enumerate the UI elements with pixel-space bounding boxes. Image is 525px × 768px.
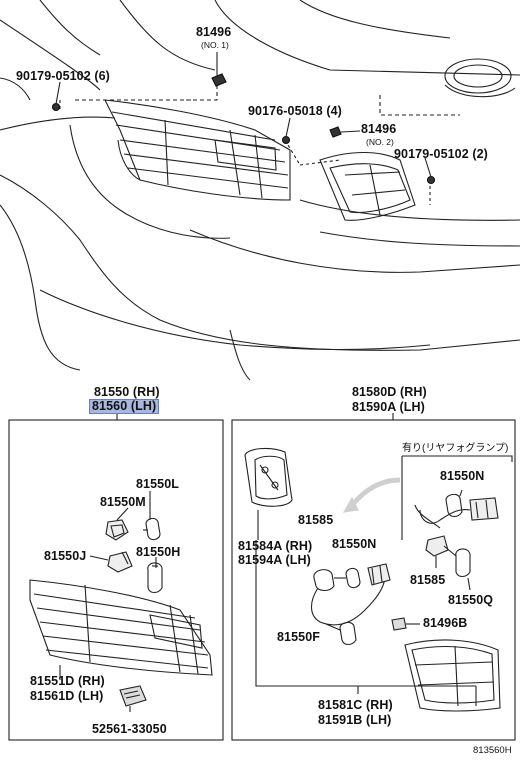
label-81585-top: 81585 xyxy=(298,513,334,527)
label-81585-right: 81585 xyxy=(410,573,446,587)
left-box-parts xyxy=(29,491,213,712)
label-52561-33050: 52561-33050 xyxy=(92,722,167,736)
label-81550h: 81550H xyxy=(136,545,181,559)
right-assembly-box xyxy=(231,413,516,741)
label-81594a-lh: 81594A (LH) xyxy=(238,553,311,567)
back-up-lamp-upper-illustration xyxy=(319,151,416,221)
label-81551d-rh: 81551D (RH) xyxy=(30,674,105,688)
label-90179-05102-right: 90179-05102 (2) xyxy=(394,147,488,161)
label-81591b-lh: 81591B (LH) xyxy=(318,713,392,727)
label-81584a-rh: 81584A (RH) xyxy=(238,539,313,553)
label-81580d-rh: 81580D (RH) xyxy=(352,385,427,399)
label-90179-05102-left: 90179-05102 (6) xyxy=(16,69,110,83)
label-81550f: 81550F xyxy=(277,630,320,644)
label-81550l: 81550L xyxy=(136,477,179,491)
label-81550m: 81550M xyxy=(100,495,146,509)
label-no1-note: (NO. 1) xyxy=(201,40,229,50)
diagram-reference-code: 813560H xyxy=(473,745,512,756)
label-81550n-top: 81550N xyxy=(440,469,485,483)
label-rear-fog-note: 有り(リヤフォグランプ) xyxy=(402,443,509,454)
left-assembly-box xyxy=(8,413,224,741)
label-81550n-mid: 81550N xyxy=(332,537,377,551)
label-81581c-rh: 81581C (RH) xyxy=(318,698,393,712)
label-81560-lh-highlighted[interactable]: 81560 (LH) xyxy=(88,399,160,414)
vehicle-body-outline xyxy=(0,0,521,381)
label-81496-no1: 81496 xyxy=(196,25,232,39)
label-81550-rh: 81550 (RH) xyxy=(94,385,160,399)
label-no2-note: (NO. 2) xyxy=(366,137,394,147)
leader-lines-top xyxy=(55,52,432,178)
label-81590a-lh: 81590A (LH) xyxy=(352,400,425,414)
label-90176-05018: 90176-05018 (4) xyxy=(248,104,342,118)
label-81496-no2: 81496 xyxy=(361,122,397,136)
right-box-parts xyxy=(244,447,513,712)
label-81550q: 81550Q xyxy=(448,593,494,607)
tail-lamp-upper-illustration xyxy=(104,99,291,201)
label-81561d-lh: 81561D (LH) xyxy=(30,689,104,703)
label-81550j: 81550J xyxy=(44,549,87,563)
label-81496b: 81496B xyxy=(423,616,468,630)
